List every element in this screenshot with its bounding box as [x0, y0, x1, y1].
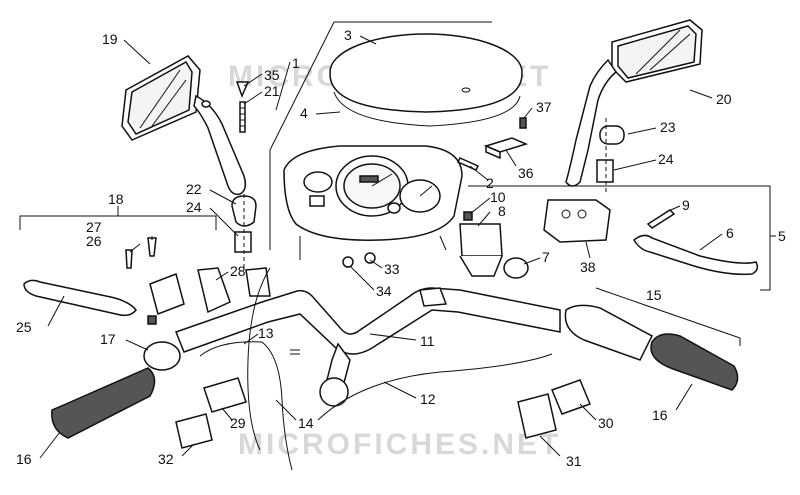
instrument-cluster — [283, 145, 463, 260]
callout-33: 33 — [384, 261, 400, 277]
leader-lines — [39, 35, 723, 459]
mirror-spacer-right — [596, 118, 625, 192]
callout-11: 11 — [420, 333, 435, 349]
callout-8: 8 — [498, 203, 506, 219]
callout-10: 10 — [490, 189, 506, 205]
callout-30: 30 — [598, 415, 614, 431]
switch-30 — [551, 379, 591, 415]
callout-32: 32 — [158, 451, 174, 467]
callout-36: 36 — [518, 165, 534, 181]
callout-2: 2 — [486, 175, 494, 191]
callout-17: 17 — [100, 331, 116, 347]
watermark-bottom: MICROFICHES.NET — [238, 428, 561, 461]
switch-29 — [203, 377, 247, 413]
switch-31 — [517, 393, 557, 439]
callout-28: 28 — [230, 263, 246, 279]
callout-25: 25 — [16, 319, 32, 335]
switch-32 — [175, 413, 213, 449]
callout-24-left: 24 — [186, 199, 202, 215]
screws-26-27 — [125, 237, 157, 269]
callout-34: 34 — [376, 283, 392, 299]
bolt-9 — [646, 209, 676, 229]
callout-24-right: 24 — [658, 151, 674, 167]
callout-13: 13 — [258, 325, 274, 341]
callout-5: 5 — [778, 228, 786, 244]
callout-22: 22 — [186, 181, 202, 197]
callout-38: 38 — [580, 259, 596, 275]
callout-23: 23 — [660, 119, 676, 135]
callout-16-right: 16 — [652, 407, 668, 423]
callout-15: 15 — [646, 287, 662, 303]
callout-4: 4 — [300, 105, 308, 121]
callout-6: 6 — [726, 225, 734, 241]
callout-35: 35 — [264, 67, 280, 83]
left-grip — [51, 341, 181, 439]
callout-21: 21 — [264, 83, 280, 99]
handlebar — [175, 267, 561, 407]
cables — [199, 267, 553, 471]
callout-31: 31 — [566, 453, 582, 469]
callout-labels: 1 2 3 4 5 6 7 8 9 10 11 12 13 14 15 16 1… — [16, 27, 786, 469]
master-cylinder — [459, 211, 529, 279]
brake-lever-right — [633, 234, 759, 276]
callout-37: 37 — [536, 99, 552, 115]
callout-3: 3 — [344, 27, 352, 43]
callout-20: 20 — [716, 91, 732, 107]
callout-27: 27 — [86, 219, 102, 235]
screw-2 — [456, 157, 480, 171]
callout-7: 7 — [542, 249, 550, 265]
callout-14: 14 — [298, 415, 314, 431]
callout-16-left: 16 — [16, 451, 32, 467]
mount-block-36 — [483, 117, 529, 160]
brake-lever-left — [23, 267, 231, 325]
callout-18: 18 — [108, 191, 124, 207]
instrument-cover — [329, 33, 523, 127]
small-parts-33-34 — [342, 252, 376, 268]
callout-12: 12 — [420, 391, 436, 407]
mirror-spacer-left — [231, 194, 257, 270]
left-mirror — [121, 55, 247, 196]
callout-29: 29 — [230, 415, 246, 431]
callout-26: 26 — [86, 233, 102, 249]
group-brackets — [19, 21, 776, 346]
switch-housing-38 — [543, 199, 611, 243]
right-mirror — [565, 19, 703, 187]
callout-9: 9 — [682, 197, 690, 213]
throttle-grip — [564, 304, 739, 391]
callout-1: 1 — [292, 55, 300, 71]
callout-19: 19 — [102, 31, 118, 47]
